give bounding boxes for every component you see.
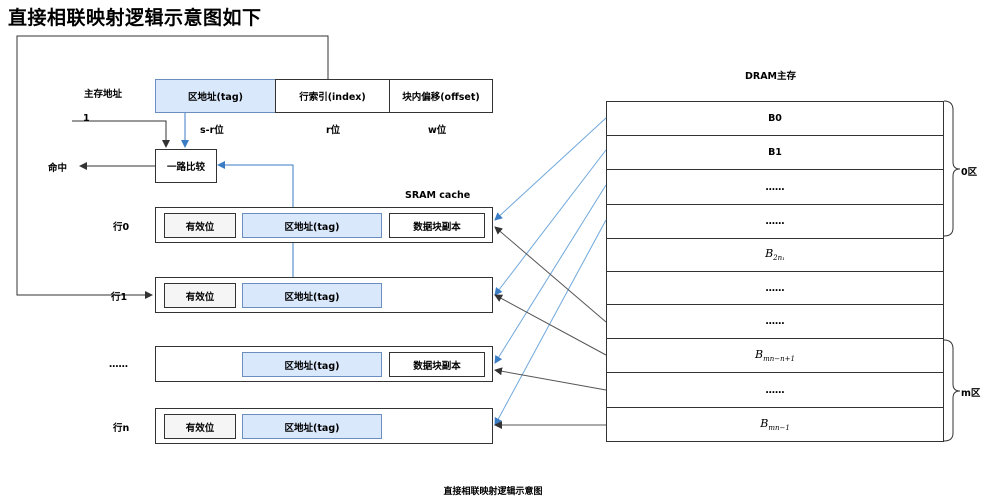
map-line-r7	[494, 294, 607, 356]
index-bits-label: r位	[326, 125, 341, 136]
dram-row-bmn-n1: Bmn−n+1	[606, 339, 944, 373]
brace-zone-0	[943, 100, 961, 237]
dram-row-ellipsis: ……	[606, 305, 944, 339]
hit-label: 命中	[48, 163, 68, 174]
dram-row-b1: B1	[606, 136, 944, 170]
main-memory-address-label: 主存地址	[84, 89, 123, 100]
tag-cell: 区地址(tag)	[242, 283, 382, 308]
cache-row-0: 有效位 区地址(tag) 数据块副本	[155, 207, 493, 243]
block-symbol: B	[765, 247, 774, 261]
block-symbol: B	[760, 416, 769, 430]
map-line-r3	[494, 219, 607, 426]
map-line-b0	[494, 117, 607, 221]
zone-0-label: 0区	[961, 167, 978, 178]
input-one-label: 1	[83, 113, 90, 124]
page-title: 直接相联映射逻辑示意图如下	[8, 7, 262, 29]
offset-bits-label: w位	[428, 125, 447, 136]
address-offset-field: 块内偏移(offset)	[389, 79, 493, 113]
data-block-cell: 数据块副本	[389, 352, 485, 377]
dram-row-ellipsis: ……	[606, 272, 944, 305]
cache-row-ellipsis-label: ……	[109, 359, 128, 370]
cache-row-ellipsis: 区地址(tag) 数据块副本	[155, 346, 493, 382]
address-index-field: 行索引(index)	[275, 79, 390, 113]
dram-title: DRAM主存	[745, 71, 797, 82]
valid-bit-cell: 有效位	[164, 283, 236, 308]
dram-row-ellipsis: ……	[606, 170, 944, 205]
block-subscript: mn−1	[768, 424, 790, 433]
dram-row-b0: B0	[606, 101, 944, 136]
cache-row-0-label: 行0	[113, 222, 130, 233]
brace-zone-m	[943, 339, 961, 442]
block-subscript: mn−n+1	[763, 355, 795, 364]
dram-row-ellipsis: ……	[606, 373, 944, 408]
tag-bits-label: s-r位	[200, 125, 224, 136]
dram-row-b2n1: B2n₁	[606, 239, 944, 272]
block-subscript: 2n₁	[773, 254, 785, 263]
cache-row-1-label: 行1	[111, 292, 128, 303]
input-one-line	[72, 120, 170, 148]
dram-row-ellipsis: ……	[606, 205, 944, 239]
zone-m-label: m区	[961, 388, 981, 399]
tag-cell: 区地址(tag)	[242, 352, 382, 377]
tag-cell: 区地址(tag)	[242, 213, 382, 238]
map-line-b1	[494, 149, 607, 296]
comparator-box: 一路比较	[155, 149, 217, 183]
cache-row-n-label: 行n	[113, 423, 130, 434]
data-block-cell: 数据块副本	[389, 213, 485, 238]
tag-cell: 区地址(tag)	[242, 414, 382, 439]
valid-bit-cell: 有效位	[164, 213, 236, 238]
dram-row-bmn1: Bmn−1	[606, 408, 944, 442]
address-tag-field: 区地址(tag)	[155, 79, 276, 113]
map-line-r6	[494, 226, 607, 323]
map-line-r8	[494, 367, 607, 391]
cache-row-n: 有效位 区地址(tag)	[155, 408, 493, 444]
index-line	[16, 35, 329, 299]
valid-bit-cell: 有效位	[164, 414, 236, 439]
figure-caption: 直接相联映射逻辑示意图	[443, 487, 543, 497]
cache-row-1: 有效位 区地址(tag)	[155, 277, 493, 313]
cache-title: SRAM cache	[405, 190, 471, 201]
block-symbol: B	[755, 347, 764, 361]
